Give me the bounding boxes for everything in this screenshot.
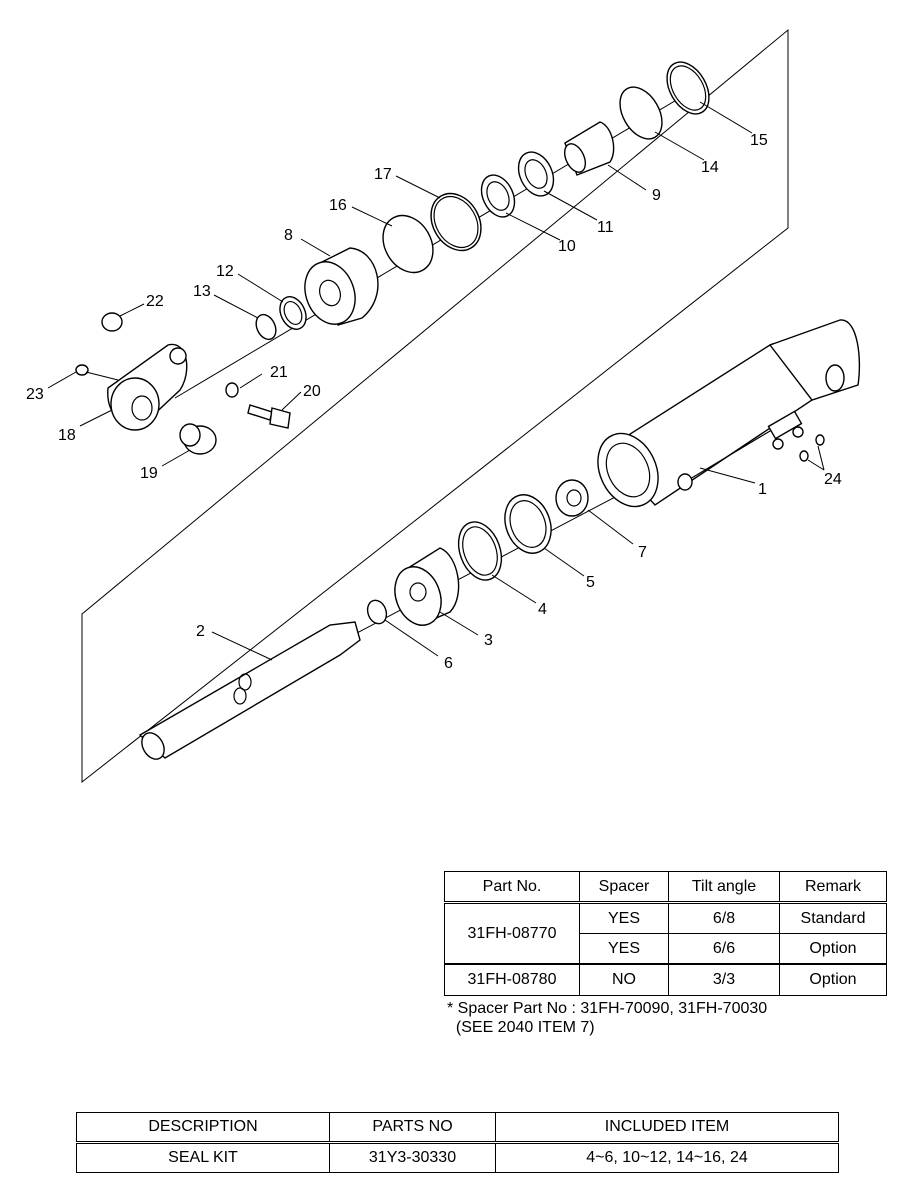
header-spacer: Spacer	[579, 871, 669, 904]
part-9-bushing	[563, 121, 615, 176]
callout-4: 4	[538, 601, 547, 618]
header-part-no: Part No.	[444, 871, 580, 904]
table-row: YES 6/6 Option	[445, 933, 887, 965]
cell-tilt: 6/6	[668, 933, 780, 965]
cell-part-no: 31FH-08770	[444, 902, 580, 965]
callout-17: 17	[374, 166, 392, 183]
callout-15: 15	[750, 132, 768, 149]
spacer-note-line-2: (SEE 2040 ITEM 7)	[447, 1019, 595, 1036]
part-22-nut	[101, 312, 123, 332]
part-16-o-ring	[382, 214, 434, 274]
part-23-grease-nipple	[75, 364, 119, 381]
callout-12: 12	[216, 263, 234, 280]
cell-tilt: 6/8	[668, 902, 780, 934]
callout-7: 7	[638, 544, 647, 561]
part-14-o-ring	[619, 86, 663, 140]
cell-remark: Standard	[779, 902, 887, 934]
callout-9: 9	[652, 187, 661, 204]
cell-spacer: YES	[579, 902, 669, 934]
callout-16: 16	[329, 197, 347, 214]
callout-13: 13	[193, 283, 211, 300]
header-remark: Remark	[779, 871, 887, 904]
header-description: DESCRIPTION	[76, 1112, 330, 1144]
callout-20: 20	[303, 383, 321, 400]
part-10-rod-seal	[480, 174, 516, 218]
cell-remark: Option	[779, 963, 887, 996]
cell-spacer: NO	[579, 963, 669, 996]
part-2-piston-rod	[138, 621, 361, 760]
callout-24: 24	[824, 471, 842, 488]
callout-5: 5	[586, 574, 595, 591]
table-row: 31FH-08770 YES 6/8 Standard	[444, 902, 887, 965]
callout-23: 23	[26, 386, 44, 403]
spacer-note-line-1: * Spacer Part No : 31FH-70090, 31FH-7003…	[447, 1000, 768, 1017]
callout-2: 2	[196, 623, 205, 640]
cell-description: SEAL KIT	[76, 1142, 330, 1173]
part-4-wear-ring	[457, 521, 503, 581]
header-included-item: INCLUDED ITEM	[495, 1112, 839, 1144]
callout-18: 18	[58, 427, 76, 444]
axis-line-upper	[174, 85, 701, 399]
seal-kit-table: DESCRIPTION PARTS NO INCLUDED ITEM SEAL …	[76, 1112, 839, 1173]
exploded-view-frame	[81, 28, 789, 784]
callout-14: 14	[701, 159, 719, 176]
spacer-note: * Spacer Part No : 31FH-70090, 31FH-7003…	[447, 999, 767, 1037]
table-row: 31FH-08780 NO 3/3 Option	[444, 963, 887, 996]
part-11-dust-wiper	[517, 151, 555, 197]
part-1-cylinder-tube	[597, 319, 861, 508]
part-6-o-ring	[366, 599, 388, 625]
cell-parts-no: 31Y3-30330	[329, 1142, 496, 1173]
part-17-backup-ring	[430, 192, 482, 252]
part-5-spacer	[504, 494, 552, 554]
spec-table: Part No. Spacer Tilt angle Remark 31FH-0…	[444, 871, 887, 996]
part-18-rod-eye	[107, 343, 188, 431]
cell-included: 4~6, 10~12, 14~16, 24	[495, 1142, 839, 1173]
header-parts-no: PARTS NO	[329, 1112, 496, 1144]
part-20-bolt	[247, 404, 291, 429]
callout-6: 6	[444, 655, 453, 672]
header-tilt-angle: Tilt angle	[668, 871, 780, 904]
callout-8: 8	[284, 227, 293, 244]
callout-19: 19	[140, 465, 158, 482]
part-19-bushing	[179, 423, 217, 455]
cell-remark: Option	[779, 933, 887, 965]
exploded-parts-diagram: 1 2 3 4 5 6 7 8 9 10 11 12 13 14 15 16 1…	[26, 28, 861, 784]
callout-1: 1	[758, 481, 767, 498]
leader-lines	[47, 101, 825, 661]
cell-spacer: YES	[579, 933, 669, 965]
cell-part-no: 31FH-08780	[444, 963, 580, 996]
part-12-ring	[279, 296, 307, 330]
part-7-nut	[555, 479, 589, 517]
cell-tilt: 3/3	[668, 963, 780, 996]
part-15-retaining-ring	[666, 61, 710, 115]
part-3-piston	[394, 547, 460, 626]
callout-22: 22	[146, 293, 164, 310]
callout-21: 21	[270, 364, 288, 381]
part-21-washer	[225, 382, 239, 398]
callout-10: 10	[558, 238, 576, 255]
spec-table-header: Part No. Spacer Tilt angle Remark	[444, 871, 887, 904]
part-13-snap-ring	[255, 313, 277, 341]
kit-table-header: DESCRIPTION PARTS NO INCLUDED ITEM	[76, 1112, 839, 1144]
callout-11: 11	[597, 219, 614, 236]
part-8-rod-cover	[304, 247, 379, 326]
callout-3: 3	[484, 632, 493, 649]
part-24-o-rings	[799, 434, 825, 462]
table-row: SEAL KIT 31Y3-30330 4~6, 10~12, 14~16, 2…	[76, 1142, 839, 1173]
